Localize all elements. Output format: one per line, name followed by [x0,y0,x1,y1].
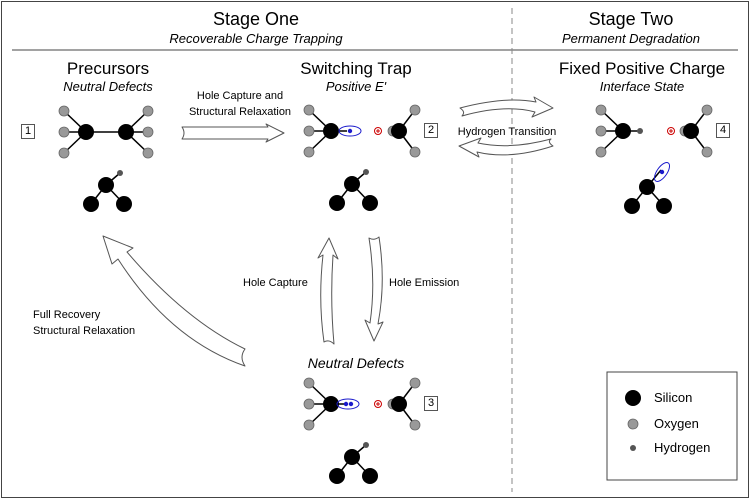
hydrogen-atom [363,442,369,448]
silicon-atom [683,123,699,139]
neutral-defects-subtitle: Neutral Defects [307,355,405,371]
oxygen-atom [595,125,607,137]
silicon-atom [118,124,134,140]
state-number-3: 3 [424,396,438,411]
oxygen-atom [142,126,154,138]
molecule-precursor-lower [83,170,132,212]
oxygen-atom [303,104,315,116]
stage-one-title: Stage One [212,9,300,29]
electron-dot [343,401,349,407]
hydrogen-atom [637,128,643,134]
molecule-switching-trap [303,104,421,158]
stage-one-subtitle: Recoverable Charge Trapping [169,31,343,46]
arrow-full-recovery [102,235,246,367]
arrow-hole-emission-down [364,236,384,342]
oxygen-atom [409,104,421,116]
silicon-atom [615,123,631,139]
molecule-neutral-defects-lower [329,442,378,484]
label-full-recovery: Full Recovery [33,309,101,321]
oxygen-atom [409,377,421,389]
molecule-neutral-defects [303,377,421,431]
silicon-atom [639,179,655,195]
legend-silicon-icon [625,390,641,406]
stage-two-title: Stage Two [588,9,674,29]
hydrogen-atom [117,170,123,176]
switching-trap-subtitle: Positive E' [325,79,387,94]
silicon-atom [78,124,94,140]
legend-oxygen-icon [627,418,639,430]
silicon-atom [323,396,339,412]
silicon-atom [391,396,407,412]
legend-hydrogen-label: Hydrogen [654,440,711,455]
oxygen-atom [303,377,315,389]
label-hole-capture: Hole Capture [243,277,308,289]
oxygen-atom [701,146,713,158]
electron-dot [659,169,665,175]
silicon-atom [624,198,640,214]
oxygen-atom [303,146,315,158]
state-number-2: 2 [424,123,438,138]
silicon-atom [656,198,672,214]
oxygen-atom [303,125,315,137]
legend-silicon-label: Silicon [654,390,693,405]
oxygen-atom [142,105,154,117]
label-full-recovery-relaxation: Structural Relaxation [33,325,136,337]
label-hydrogen-transition: Hydrogen Transition [457,126,557,138]
silicon-atom [329,468,345,484]
oxygen-atom [409,419,421,431]
oxygen-atom [58,147,70,159]
silicon-atom [362,468,378,484]
label-hole-capture-and: Hole Capture and [196,90,284,102]
silicon-atom [116,196,132,212]
oxygen-atom [303,419,315,431]
electron-dot [347,128,353,134]
oxygen-atom [595,104,607,116]
molecule-switching-trap-lower [329,169,378,211]
oxygen-atom [409,146,421,158]
label-structural-relaxation: Structural Relaxation [188,106,292,118]
silicon-atom [344,176,360,192]
arrow-hole-capture-up [317,237,339,345]
stage-two-subtitle: Permanent Degradation [561,31,701,46]
legend-hydrogen-icon [630,445,636,451]
silicon-atom [98,177,114,193]
silicon-atom [362,195,378,211]
oxygen-atom [58,126,70,138]
molecule-fixed-charge [595,104,713,158]
molecule-precursor [58,105,154,159]
electron-orbital [338,125,362,137]
fixed-charge-title: Fixed Positive Charge [558,59,726,78]
electron-orbital [336,398,360,410]
molecule-fixed-charge-lower [624,162,672,214]
legend-oxygen-label: Oxygen [654,416,699,431]
oxygen-atom [701,104,713,116]
oxygen-atom [303,398,315,410]
arrow-hydrogen-forward [459,96,554,118]
silicon-atom [391,123,407,139]
precursors-title: Precursors [66,59,150,78]
precursors-subtitle: Neutral Defects [63,79,153,94]
oxygen-atom [142,147,154,159]
arrow-hole-capture-relaxation [181,123,285,143]
oxygen-atom [58,105,70,117]
switching-trap-title: Switching Trap [300,59,412,78]
silicon-atom [83,196,99,212]
legend [606,371,738,481]
electron-orbital [653,162,671,182]
arrow-hydrogen-reverse [458,137,554,158]
fixed-charge-subtitle: Interface State [599,79,685,94]
silicon-atom [344,449,360,465]
state-number-1: 1 [21,124,35,139]
label-hole-emission: Hole Emission [389,277,460,289]
state-number-4: 4 [716,123,730,138]
silicon-atom [329,195,345,211]
hydrogen-atom [363,169,369,175]
silicon-atom [323,123,339,139]
oxygen-atom [595,146,607,158]
electron-dot [348,401,354,407]
